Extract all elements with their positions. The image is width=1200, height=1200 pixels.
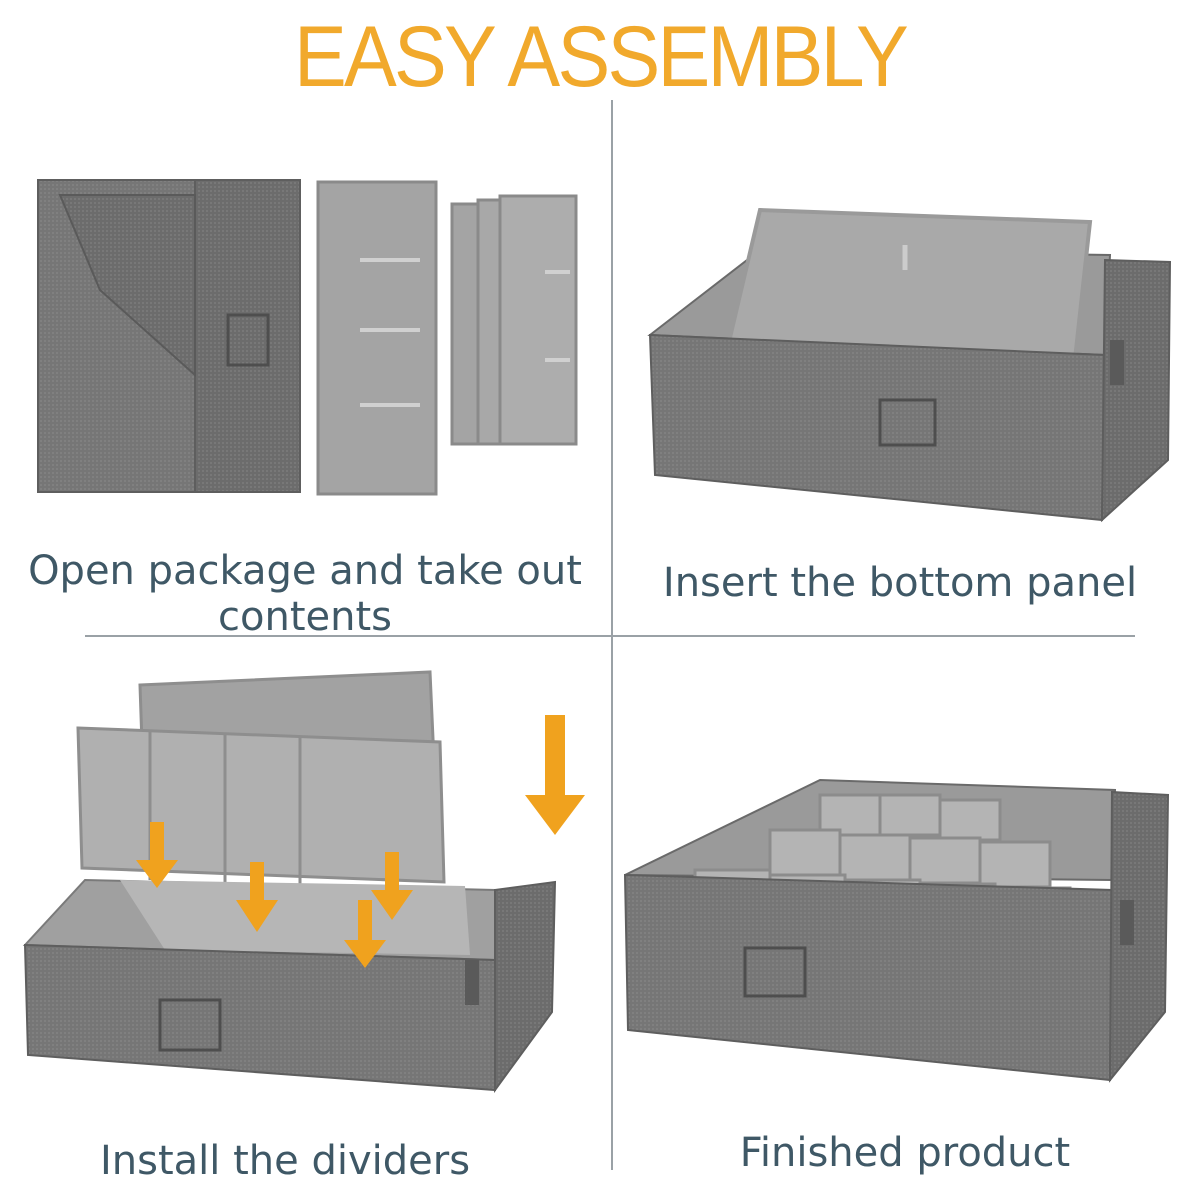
- step4-caption: Finished product: [620, 1130, 1190, 1176]
- step2-caption-line1: Insert the bottom panel: [662, 560, 1138, 606]
- box-with-panel-illustration: [647, 207, 1172, 523]
- horizontal-divider: [85, 635, 1135, 637]
- open-box-illustration: [22, 878, 557, 1094]
- finished-box-illustration: [623, 778, 1170, 1083]
- step1-caption: Open package and take out contents: [20, 548, 590, 640]
- bottom-panel-illustration: [316, 180, 438, 496]
- folded-box-illustration: [37, 179, 301, 493]
- step1-caption-line2: contents: [218, 594, 392, 640]
- step1-caption-line1: Open package and take out: [28, 548, 582, 594]
- step4-caption-line1: Finished product: [739, 1130, 1071, 1176]
- step2-caption: Insert the bottom panel: [620, 560, 1180, 606]
- step3-caption: Install the dividers: [0, 1138, 570, 1184]
- down-arrow-icons: [136, 715, 585, 968]
- page-title: EASY ASSEMBLY: [293, 9, 909, 105]
- divider-stack-illustration: [450, 194, 578, 446]
- dividers-grid-illustration: [76, 670, 446, 915]
- step3-caption-line1: Install the dividers: [99, 1138, 471, 1184]
